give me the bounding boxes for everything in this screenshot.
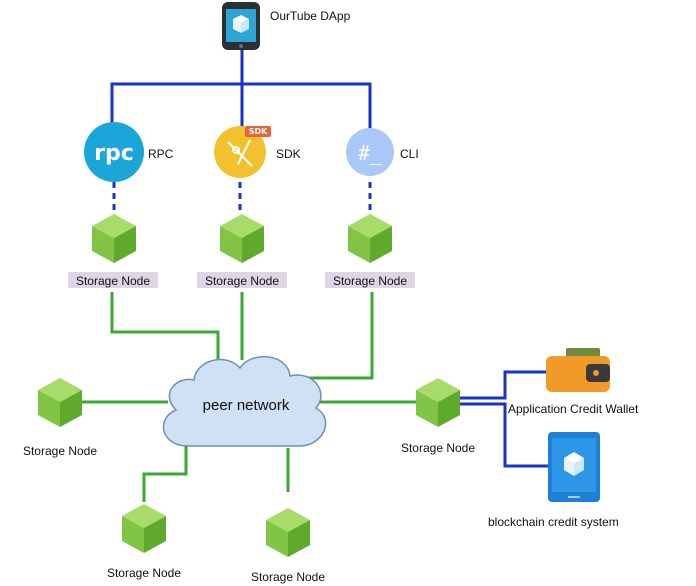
- cube-icon: [220, 214, 264, 263]
- rpc-logo-text: rpc: [94, 141, 134, 166]
- cli-logo-text: #_: [358, 141, 383, 165]
- cli-terminal-icon[interactable]: #_: [346, 128, 394, 176]
- phone-app-icon[interactable]: [222, 2, 260, 50]
- storage-node-top-left[interactable]: Storage Node: [68, 214, 158, 288]
- storage-node-label: Storage Node: [205, 274, 279, 288]
- cube-icon: [416, 378, 460, 427]
- storage-node-right[interactable]: Storage Node: [401, 378, 475, 455]
- cube-icon: [266, 508, 310, 557]
- storage-node-top-middle[interactable]: Storage Node: [197, 214, 287, 288]
- storage-node-label: Storage Node: [401, 441, 475, 455]
- storage-node-label: Storage Node: [107, 566, 181, 580]
- storage-node-left[interactable]: Storage Node: [23, 378, 97, 458]
- cube-icon: [348, 214, 392, 263]
- sdk-logo-icon[interactable]: SDK: [214, 126, 271, 178]
- rpc-logo-icon[interactable]: rpc: [84, 122, 144, 182]
- storage-node-top-right[interactable]: Storage Node: [325, 214, 415, 288]
- storage-node-bottom-right[interactable]: Storage Node: [251, 508, 325, 584]
- cloud-icon[interactable]: peer network: [162, 355, 327, 447]
- client-links: [110, 48, 372, 212]
- credit-links: [460, 370, 548, 468]
- wallet-icon[interactable]: [546, 348, 610, 392]
- network-links: [82, 292, 416, 502]
- cube-icon: [92, 214, 136, 263]
- storage-node-label: Storage Node: [76, 274, 150, 288]
- app-title: OurTube DApp: [270, 9, 351, 23]
- cube-icon: [38, 378, 82, 427]
- storage-node-label: Storage Node: [333, 274, 407, 288]
- credit-system-label: blockchain credit system: [488, 515, 619, 529]
- wallet-label: Application Credit Wallet: [508, 402, 639, 416]
- cli-label: CLI: [400, 147, 419, 161]
- tablet-app-icon[interactable]: [548, 432, 600, 502]
- sdk-badge: SDK: [249, 127, 268, 136]
- network-label: peer network: [203, 397, 290, 414]
- storage-node-label: Storage Node: [251, 570, 325, 584]
- rpc-label: RPC: [148, 147, 174, 161]
- storage-node-label: Storage Node: [23, 444, 97, 458]
- cube-icon: [122, 504, 166, 553]
- sdk-label: SDK: [276, 147, 301, 161]
- storage-node-bottom-left[interactable]: Storage Node: [107, 504, 181, 580]
